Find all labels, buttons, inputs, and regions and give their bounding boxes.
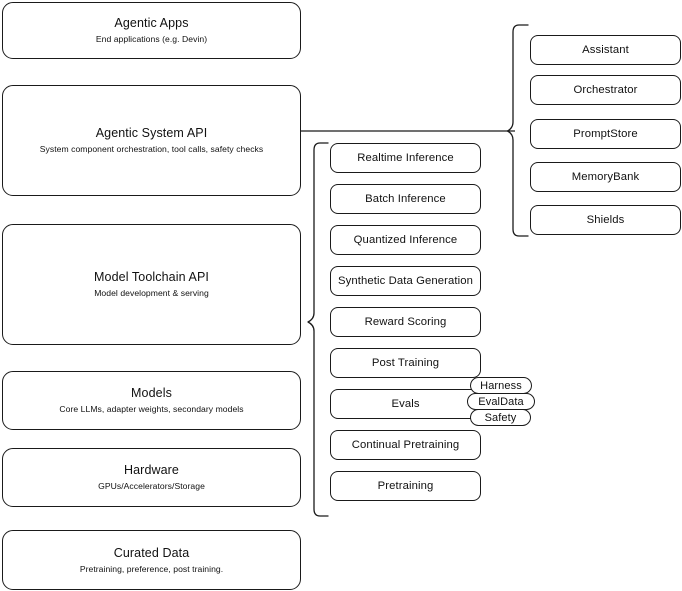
- chip-label: Continual Pretraining: [351, 439, 460, 451]
- chip-label: Synthetic Data Generation: [337, 275, 473, 287]
- chip-evals[interactable]: Evals: [330, 389, 481, 419]
- layer-subtitle: End applications (e.g. Devin): [95, 34, 208, 45]
- layer-title: Hardware: [124, 463, 179, 478]
- toolchain-api-brace: [306, 138, 330, 522]
- layer-subtitle: GPUs/Accelerators/Storage: [98, 481, 205, 492]
- chip-batch-inference[interactable]: Batch Inference: [330, 184, 481, 214]
- layer-subtitle: Pretraining, preference, post training.: [79, 563, 224, 574]
- layer-agentic-apps[interactable]: Agentic Apps End applications (e.g. Devi…: [2, 2, 301, 59]
- layer-subtitle: System component orchestration, tool cal…: [39, 144, 264, 155]
- chip-label: Evals: [391, 398, 420, 410]
- chip-reward-scoring[interactable]: Reward Scoring: [330, 307, 481, 337]
- chip-assistant[interactable]: Assistant: [530, 35, 681, 65]
- system-api-brace: [506, 20, 530, 246]
- chip-label: Shields: [586, 214, 625, 226]
- chip-orchestrator[interactable]: Orchestrator: [530, 75, 681, 105]
- layer-subtitle: Core LLMs, adapter weights, secondary mo…: [59, 404, 244, 415]
- system-api-link-line: [301, 126, 515, 136]
- chip-label: Batch Inference: [365, 193, 446, 205]
- chip-pretraining[interactable]: Pretraining: [330, 471, 481, 501]
- chip-continual-pretraining[interactable]: Continual Pretraining: [330, 430, 481, 460]
- chip-label: Assistant: [582, 44, 629, 56]
- chip-label: Quantized Inference: [353, 234, 458, 246]
- pill-evaldata[interactable]: EvalData: [467, 393, 535, 410]
- chip-promptstore[interactable]: PromptStore: [530, 119, 681, 149]
- layer-subtitle: Model development & serving: [94, 288, 209, 299]
- pill-label: EvalData: [478, 395, 524, 408]
- chip-label: Orchestrator: [573, 84, 638, 96]
- layer-models[interactable]: Models Core LLMs, adapter weights, secon…: [2, 371, 301, 430]
- chip-label: Post Training: [371, 357, 440, 369]
- layer-title: Models: [131, 386, 172, 401]
- layer-title: Model Toolchain API: [94, 270, 209, 285]
- pill-label: Harness: [480, 379, 522, 392]
- chip-label: MemoryBank: [571, 171, 640, 183]
- chip-label: PromptStore: [573, 128, 638, 140]
- chip-quantized-inference[interactable]: Quantized Inference: [330, 225, 481, 255]
- layer-agentic-system-api[interactable]: Agentic System API System component orch…: [2, 85, 301, 196]
- layer-model-toolchain-api[interactable]: Model Toolchain API Model development & …: [2, 224, 301, 345]
- chip-post-training[interactable]: Post Training: [330, 348, 481, 378]
- chip-realtime-inference[interactable]: Realtime Inference: [330, 143, 481, 173]
- layer-title: Curated Data: [113, 545, 190, 560]
- chip-shields[interactable]: Shields: [530, 205, 681, 235]
- layer-title: Agentic System API: [95, 126, 208, 141]
- chip-synthetic-data-generation[interactable]: Synthetic Data Generation: [330, 266, 481, 296]
- chip-label: Reward Scoring: [364, 316, 447, 328]
- layer-title: Agentic Apps: [114, 16, 189, 31]
- chip-memorybank[interactable]: MemoryBank: [530, 162, 681, 192]
- layer-curated-data[interactable]: Curated Data Pretraining, preference, po…: [2, 530, 301, 590]
- chip-label: Realtime Inference: [357, 152, 454, 164]
- pill-label: Safety: [484, 411, 517, 424]
- layer-hardware[interactable]: Hardware GPUs/Accelerators/Storage: [2, 448, 301, 507]
- chip-label: Pretraining: [377, 480, 434, 492]
- pill-safety[interactable]: Safety: [470, 409, 531, 426]
- pill-harness[interactable]: Harness: [470, 377, 532, 394]
